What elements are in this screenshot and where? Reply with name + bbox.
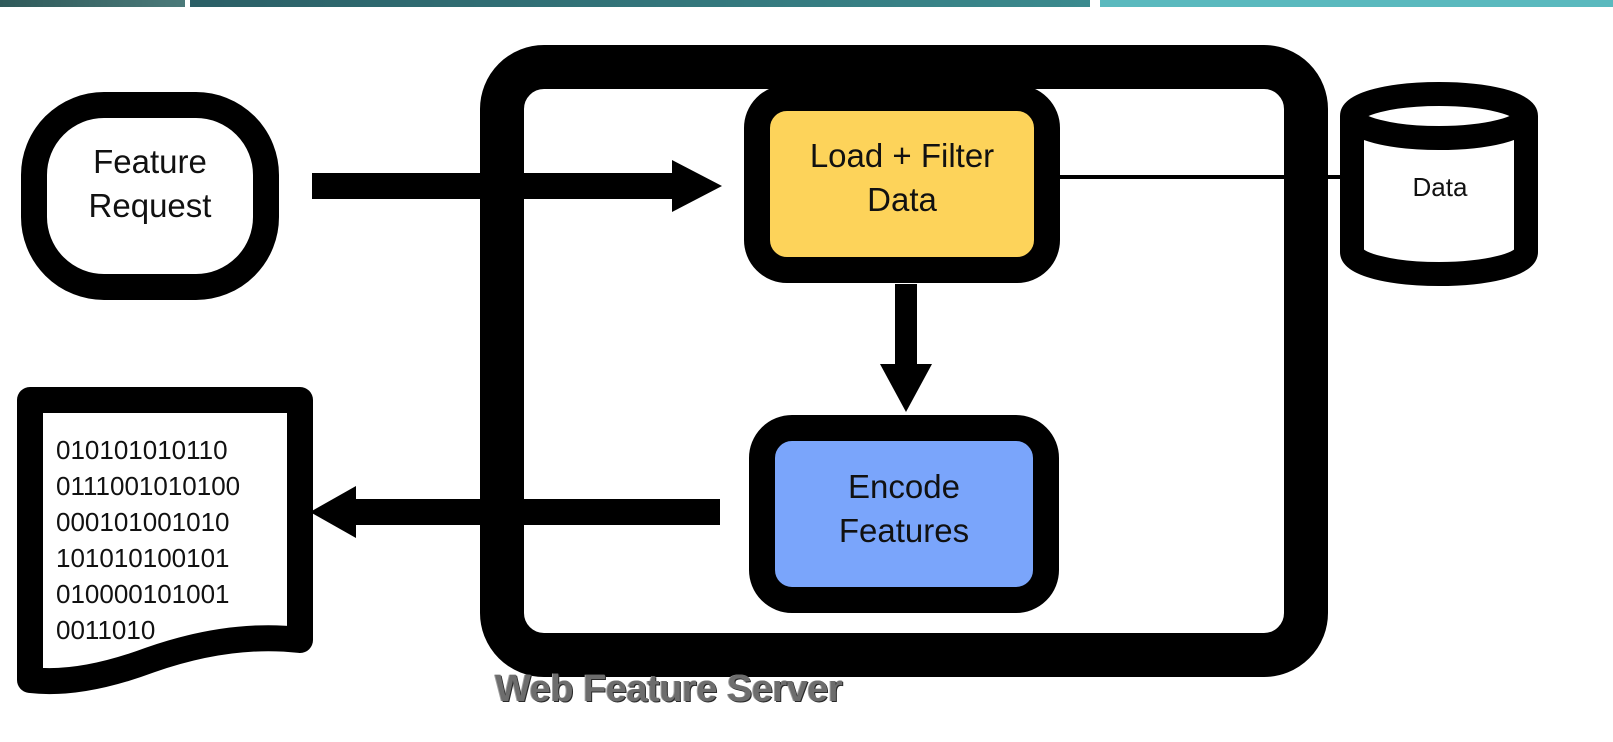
load-filter-label: Load + Filter Data [770,134,1034,221]
down-arrowhead [880,364,932,412]
web-feature-server-caption: Web Feature Server [495,668,843,710]
load-filter-line2: Data [867,180,937,218]
encode-line1: Encode [848,468,960,505]
binary-line: 010000101001 [56,579,230,609]
request-arrowhead [672,160,722,212]
data-cylinder [1340,82,1538,286]
binary-output-text: 010101010110 0111001010100 000101001010 … [56,432,240,648]
load-filter-line1: Load + Filter [809,137,995,174]
encode-line2: Features [838,511,970,549]
top-banner-right [1100,0,1613,7]
binary-line: 010101010110 [56,435,228,465]
data-store-label: Data [1412,172,1468,202]
encode-features-label: Encode Features [775,465,1033,552]
encode-features-box [749,415,1059,613]
output-arrowhead [310,486,356,538]
binary-line: 0111001010100 [56,471,241,501]
feature-request-shape [21,92,279,300]
output-document-shape [17,387,313,695]
binary-line: 000101001010 [56,507,230,537]
web-feature-server-frame [480,45,1328,677]
top-banner-left [0,0,185,7]
feature-request-line2: Request [88,186,212,224]
top-banner-center [190,0,1090,7]
feature-request-line1: Feature [93,143,207,180]
binary-line: 0011010 [56,615,156,645]
feature-request-label: Feature Request [40,140,260,227]
load-filter-box [744,85,1060,283]
binary-line: 101010100101 [56,543,230,573]
